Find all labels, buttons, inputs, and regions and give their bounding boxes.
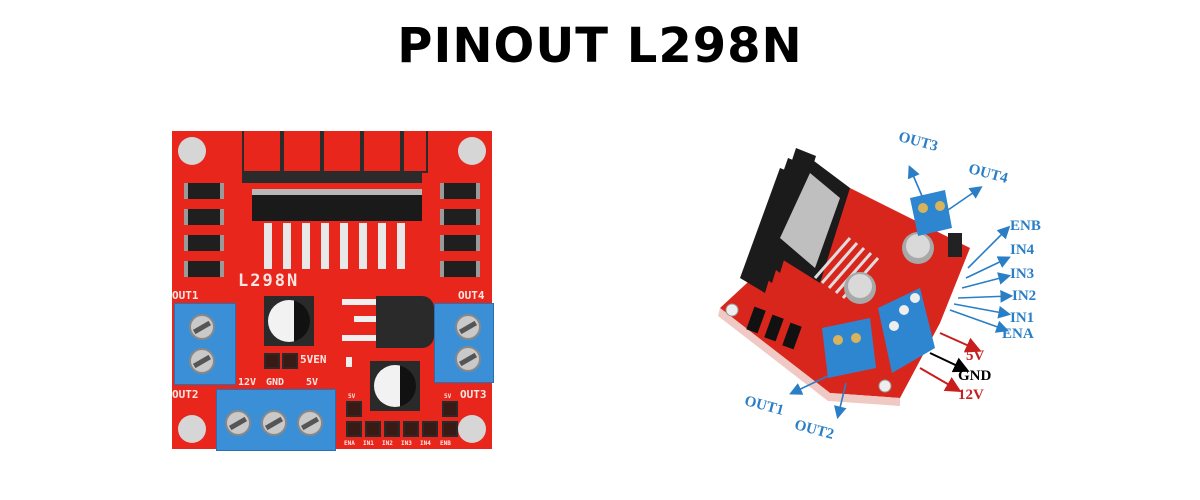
screw	[189, 314, 215, 340]
diode	[440, 183, 480, 199]
terminal-out3-out4	[434, 303, 494, 383]
mount-hole	[178, 415, 206, 443]
photo-label-in2: IN2	[1012, 288, 1037, 304]
header-pin-in1	[365, 421, 381, 437]
header-pin-ena	[346, 421, 362, 437]
regulator-pin	[354, 316, 376, 322]
header-pin-in4	[422, 421, 438, 437]
led	[346, 357, 352, 367]
l298n-board-illustration: L298N OUT1 OUT4 OUT2 OUT3 5VEN 12V GND 5…	[172, 131, 494, 451]
photo-label-in1: IN1	[1010, 310, 1035, 326]
screw	[189, 348, 215, 374]
capacitor	[264, 296, 314, 346]
label-in2: IN2	[382, 440, 393, 447]
voltage-regulator	[376, 296, 434, 348]
diode	[184, 235, 224, 251]
screw	[455, 314, 481, 340]
header-pin-5v-right	[442, 401, 458, 417]
capacitor	[370, 361, 420, 411]
chip-label: L298N	[238, 271, 300, 291]
diode	[184, 261, 224, 277]
label-header-5v-left: 5V	[348, 393, 356, 400]
regulator-pin	[342, 335, 376, 341]
label-enb: ENB	[440, 440, 451, 447]
mount-hole	[458, 137, 486, 165]
label-header-5v-right: 5V	[444, 393, 452, 400]
label-in4: IN4	[420, 440, 431, 447]
screw	[455, 346, 481, 372]
label-out1: OUT1	[172, 289, 199, 302]
photo-label-in4: IN4	[1010, 242, 1035, 258]
terminal-out1-out2	[174, 303, 236, 385]
label-out2: OUT2	[172, 388, 199, 401]
terminal-power	[216, 389, 336, 451]
label-ena: ENA	[344, 440, 355, 447]
page-title: PINOUT L298N	[397, 18, 803, 74]
label-in1: IN1	[363, 440, 374, 447]
mount-hole	[458, 415, 486, 443]
label-5ven: 5VEN	[300, 353, 327, 366]
header-pin-in2	[384, 421, 400, 437]
label-out4: OUT4	[458, 289, 485, 302]
l298n-chip	[252, 195, 422, 221]
diode	[440, 235, 480, 251]
label-in3: IN3	[401, 440, 412, 447]
photo-label-enb: ENB	[1010, 218, 1041, 234]
diode	[184, 183, 224, 199]
label-gnd: GND	[266, 377, 285, 388]
photo-label-5v: 5V	[966, 348, 985, 364]
screw	[225, 410, 251, 436]
diode	[184, 209, 224, 225]
mount-hole	[178, 137, 206, 165]
photo-label-gnd: GND	[958, 368, 992, 384]
photo-label-ena: ENA	[1002, 326, 1034, 342]
screw	[297, 410, 323, 436]
board-photo-drawing	[718, 148, 1014, 420]
header-pin-5v-left	[346, 401, 362, 417]
diode	[440, 209, 480, 225]
photo-label-in3: IN3	[1010, 266, 1035, 282]
regulator-pin	[342, 299, 376, 305]
label-5v: 5V	[306, 377, 319, 388]
label-out3: OUT3	[460, 388, 487, 401]
header-pin-in3	[403, 421, 419, 437]
screw	[261, 410, 287, 436]
l298n-photo: OUT3 OUT4 ENB IN4 IN3 IN2 IN1 ENA 5V GND…	[710, 128, 1050, 453]
jumper-pin	[264, 353, 280, 369]
jumper-pin	[282, 353, 298, 369]
photo-label-12v: 12V	[958, 387, 984, 403]
label-12v: 12V	[238, 377, 257, 388]
header-pin-enb	[442, 421, 458, 437]
diode	[440, 261, 480, 277]
